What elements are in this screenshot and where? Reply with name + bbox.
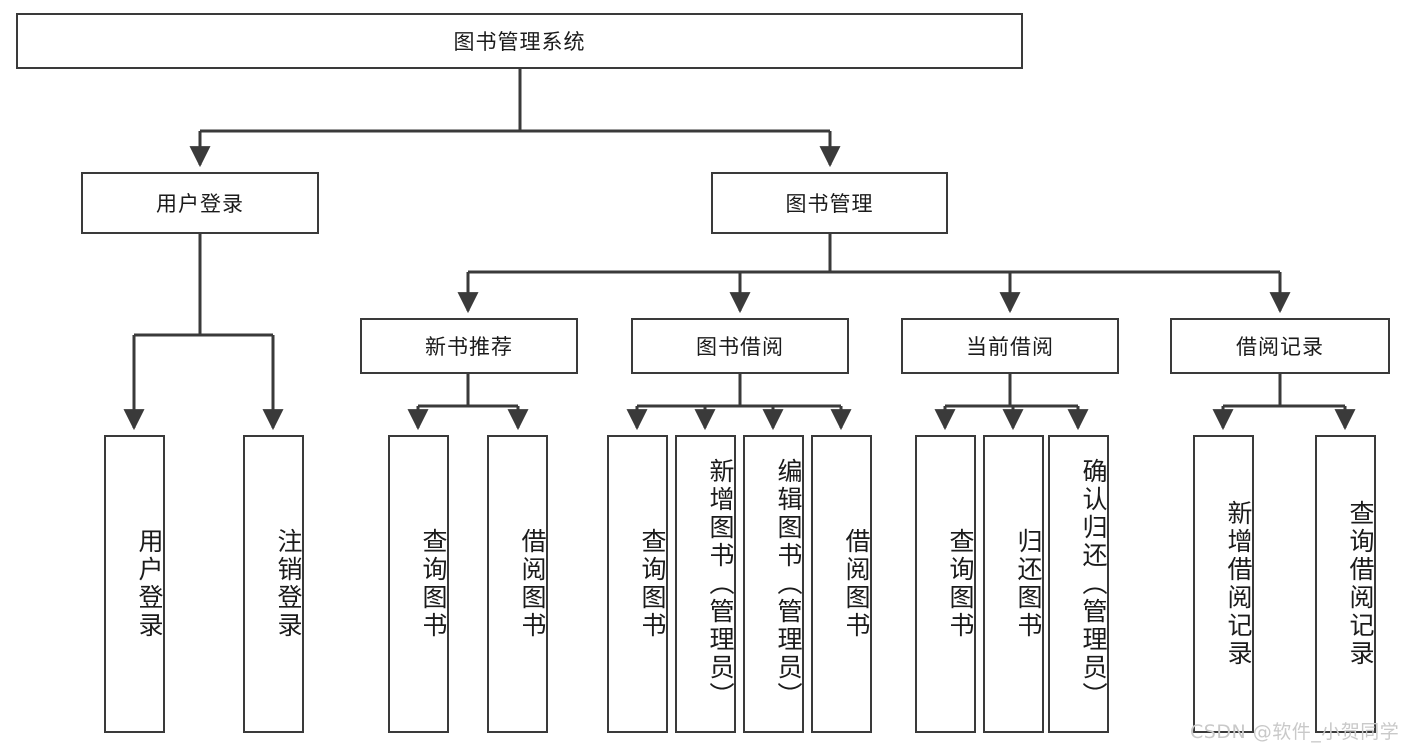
leaf-user-login[interactable]: 用户登录	[104, 435, 165, 733]
leaf-rec-query-record[interactable]: 查询借阅记录	[1315, 435, 1376, 733]
node-borrow-record[interactable]: 借阅记录	[1170, 318, 1390, 374]
leaf-borrow-query-book[interactable]: 查询图书	[607, 435, 668, 733]
leaf-rec-add-record[interactable]: 新增借阅记录	[1193, 435, 1254, 733]
node-book-manage[interactable]: 图书管理	[711, 172, 948, 234]
leaf-user-logout[interactable]: 注销登录	[243, 435, 304, 733]
leaf-cur-query-book[interactable]: 查询图书	[915, 435, 976, 733]
node-book-borrow[interactable]: 图书借阅	[631, 318, 849, 374]
leaf-borrow-add-book[interactable]: 新增图书（管理员）	[675, 435, 736, 733]
node-root[interactable]: 图书管理系统	[16, 13, 1023, 69]
node-new-book-rec[interactable]: 新书推荐	[360, 318, 578, 374]
leaf-rec-borrow-book[interactable]: 借阅图书	[487, 435, 548, 733]
csdn-watermark: CSDN @软件_小贺同学	[1190, 721, 1400, 743]
leaf-cur-confirm-return[interactable]: 确认归还（管理员）	[1048, 435, 1109, 733]
leaf-borrow-lend-book[interactable]: 借阅图书	[811, 435, 872, 733]
node-user-login[interactable]: 用户登录	[81, 172, 319, 234]
leaf-borrow-edit-book[interactable]: 编辑图书（管理员）	[743, 435, 804, 733]
leaf-cur-return-book[interactable]: 归还图书	[983, 435, 1044, 733]
leaf-rec-query-book[interactable]: 查询图书	[388, 435, 449, 733]
node-current-borrow[interactable]: 当前借阅	[901, 318, 1119, 374]
